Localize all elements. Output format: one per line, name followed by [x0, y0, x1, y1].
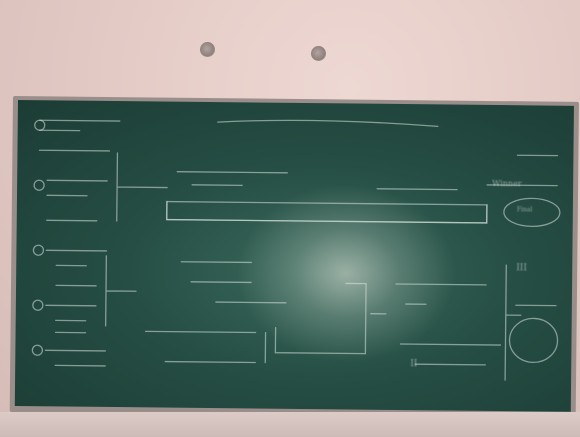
board-label-stage-top: III	[516, 263, 527, 274]
board-label-winner: Winner	[492, 178, 522, 189]
chalkboard: Winner Final III II	[14, 100, 574, 412]
wall-screw-right	[311, 46, 326, 61]
wall-screw-left	[200, 42, 215, 57]
board-label-final: Final	[516, 206, 533, 214]
lower-wall	[0, 412, 580, 437]
chalk-drawing	[31, 119, 561, 381]
board-label-stage-bottom: II	[410, 359, 418, 370]
